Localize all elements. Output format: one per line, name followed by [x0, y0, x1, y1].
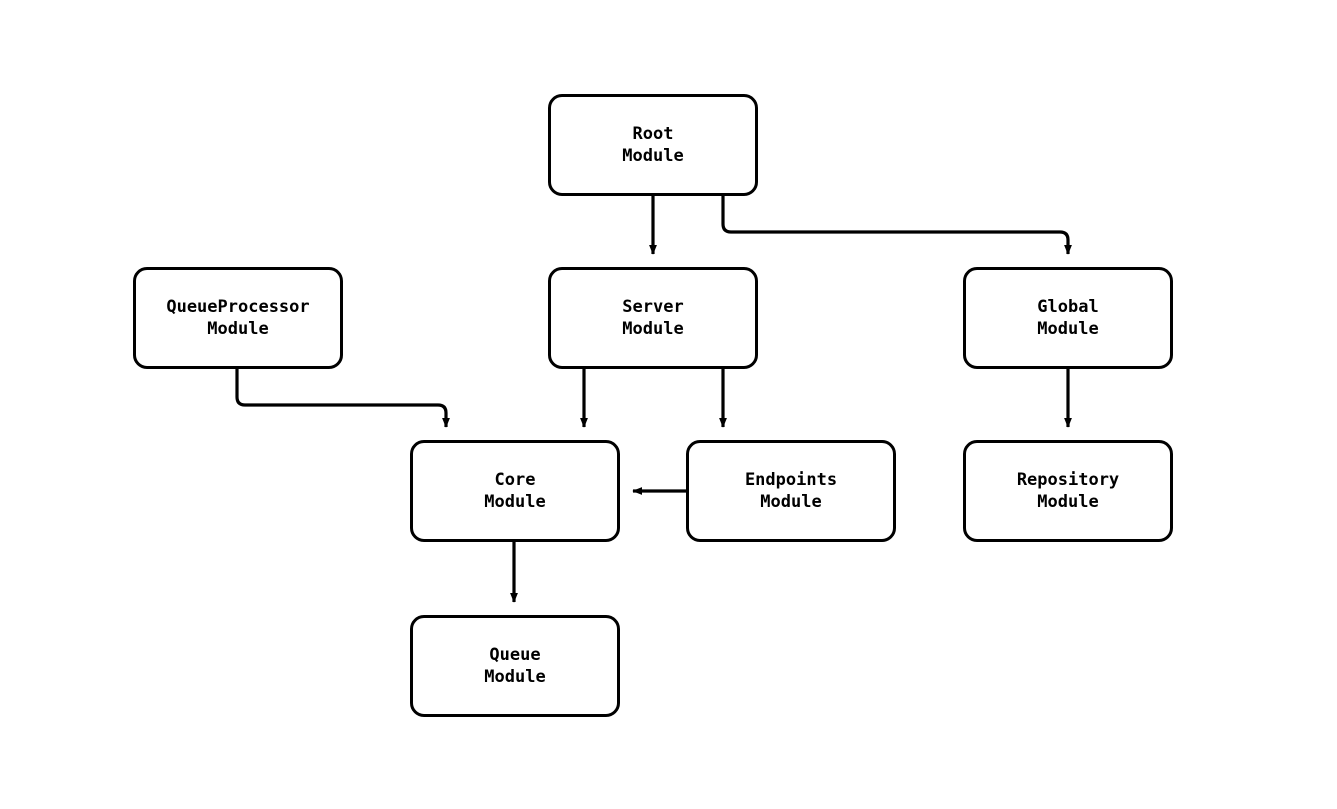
node-label-line2: Module	[207, 319, 269, 339]
node-label-line1: Queue	[489, 645, 541, 665]
node-label-line2: Module	[622, 146, 684, 166]
node-label-line2: Module	[760, 492, 822, 512]
node-label-line2: Module	[484, 492, 546, 512]
node-label-line1: Global	[1037, 297, 1099, 317]
node-label-line2: Module	[484, 667, 546, 687]
node-label-line1: Root	[632, 124, 674, 144]
node-label-line2: Module	[1037, 319, 1099, 339]
edge-queueprocessor-to-core	[235, 369, 450, 428]
node-label-line1: QueueProcessor	[166, 297, 310, 317]
node-endpoints-module[interactable]: Endpoints Module	[686, 440, 896, 542]
node-label-line1: Core	[494, 470, 536, 490]
node-repository-module[interactable]: Repository Module	[963, 440, 1173, 542]
node-label-line1: Server	[622, 297, 684, 317]
node-root-module[interactable]: Root Module	[548, 94, 758, 196]
node-server-module[interactable]: Server Module	[548, 267, 758, 369]
node-label-line2: Module	[1037, 492, 1099, 512]
edge-root-to-global	[721, 196, 1072, 255]
node-core-module[interactable]: Core Module	[410, 440, 620, 542]
node-label-line2: Module	[622, 319, 684, 339]
node-queue-module[interactable]: Queue Module	[410, 615, 620, 717]
node-global-module[interactable]: Global Module	[963, 267, 1173, 369]
node-queueprocessor-module[interactable]: QueueProcessor Module	[133, 267, 343, 369]
node-label-line1: Repository	[1016, 470, 1120, 490]
node-label-line1: Endpoints	[744, 470, 838, 490]
